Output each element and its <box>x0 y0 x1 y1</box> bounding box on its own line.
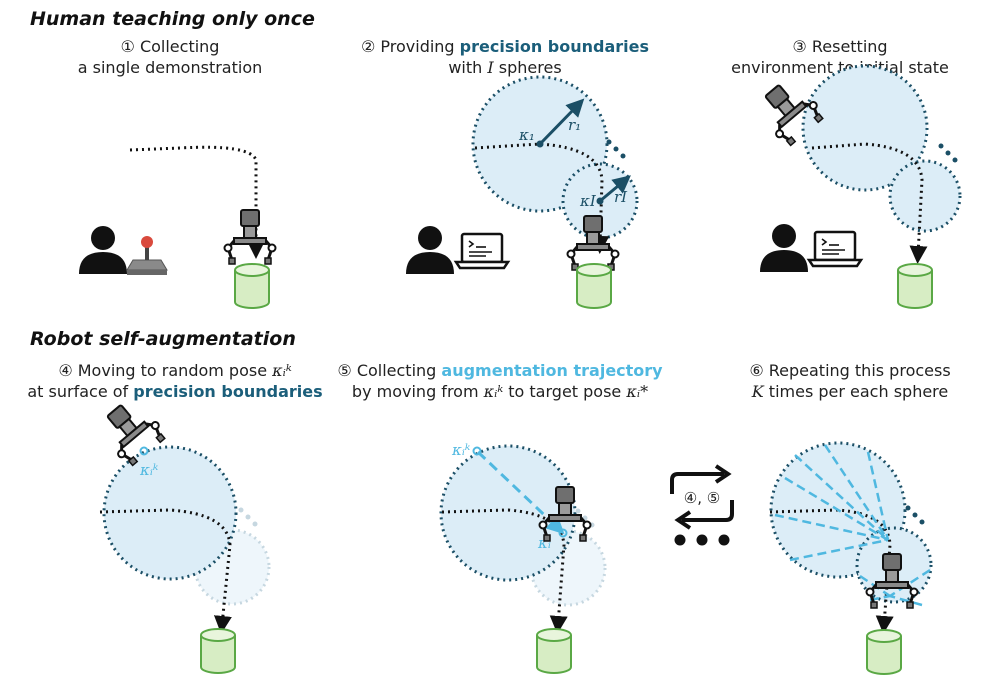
label-r-1: r₁ <box>568 116 581 134</box>
cylinder-target-icon <box>234 263 270 309</box>
label-kappa-I: κI <box>579 192 597 210</box>
augmentation-trajectories <box>774 444 931 607</box>
label-kappa-ik: κᵢᵏ <box>139 461 159 479</box>
demo-trajectory <box>811 142 928 264</box>
demo-trajectory <box>99 508 232 634</box>
label-kappa-ik: κᵢᵏ <box>451 441 471 459</box>
step-1-caption: ① Collecting a single demonstration <box>77 37 263 77</box>
panel-5: κᵢᵏ κᵢ <box>439 441 607 674</box>
label-kappa-1: κ₁ <box>518 126 535 144</box>
cylinder-target-icon <box>897 263 933 309</box>
robot-gripper-icon <box>223 208 277 266</box>
cylinder-target-icon <box>200 628 236 674</box>
panel-3 <box>750 64 962 309</box>
person-icon <box>79 226 127 274</box>
person-icon <box>760 224 808 272</box>
loop-label: ④, ⑤ <box>684 489 720 507</box>
radius-arrow-I <box>599 175 631 203</box>
sphere-1 <box>439 444 577 582</box>
panel-1 <box>79 145 277 309</box>
cylinder-target-icon <box>536 628 572 674</box>
step-5-caption: ⑤ Collecting augmentation trajectory by … <box>337 361 663 401</box>
step-2-caption: ② Providing precision boundaries with I … <box>360 37 650 77</box>
cylinder-target-icon <box>576 263 612 309</box>
step-3-caption: ③ Resetting environment to initial state <box>731 37 949 77</box>
panel-2: κ₁ r₁ κI rI <box>406 75 639 309</box>
panel-6 <box>769 441 933 675</box>
section-title-human-teaching: Human teaching only once <box>30 8 315 30</box>
section-title-robot-self-augmentation: Robot self-augmentation <box>30 328 296 350</box>
label-r-I: rI <box>614 188 628 206</box>
augmentation-trajectory <box>476 450 565 535</box>
sphere-I <box>888 159 962 233</box>
loop-arrows-icon: ④, ⑤ <box>670 464 734 546</box>
sphere-1 <box>801 64 929 192</box>
panel-4: κᵢᵏ <box>92 392 271 674</box>
sphere-1 <box>102 445 238 581</box>
radius-arrow-1 <box>538 98 585 146</box>
step-6-caption: ⑥ Repeating this process K times per eac… <box>749 361 951 401</box>
joystick-icon <box>126 235 168 276</box>
person-icon <box>406 226 454 274</box>
laptop-icon <box>454 232 510 270</box>
cylinder-target-icon <box>866 629 902 675</box>
laptop-icon <box>807 230 863 268</box>
step-4-caption: ④ Moving to random pose κᵢᵏ at surface o… <box>27 361 323 401</box>
demo-trajectory <box>129 145 265 259</box>
